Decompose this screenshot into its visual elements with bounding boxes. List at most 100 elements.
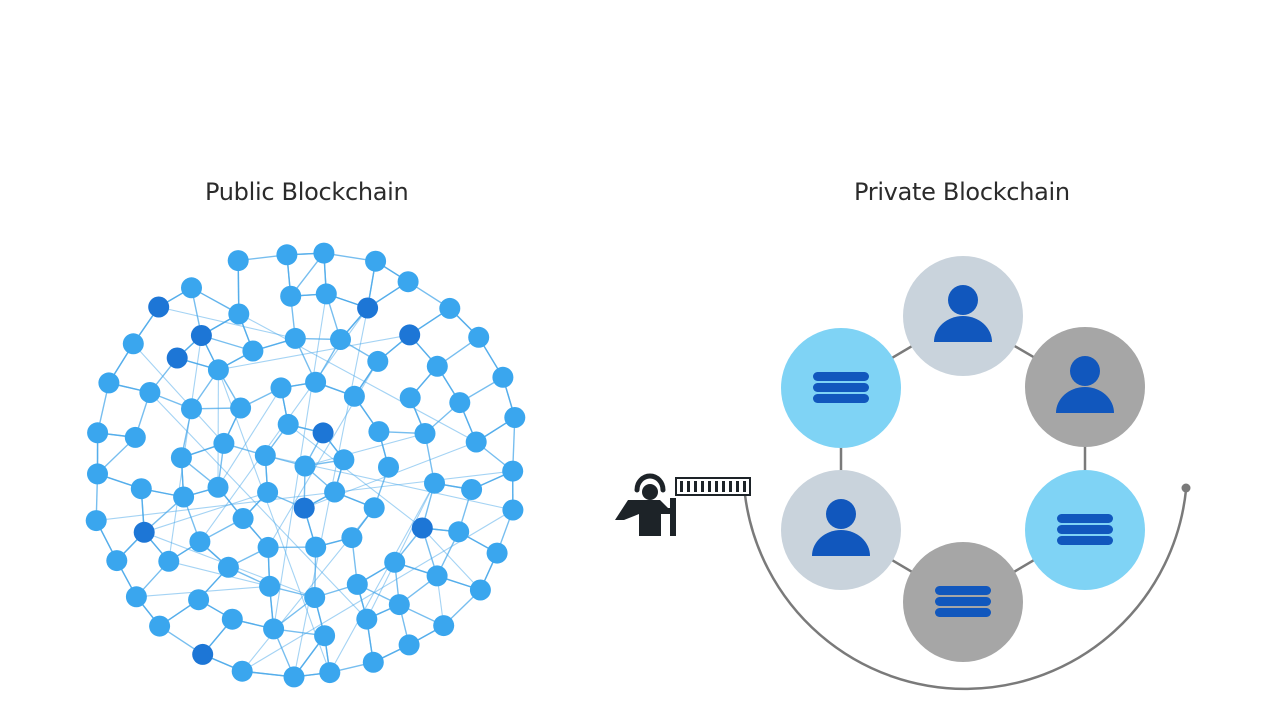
- public-network-node: [228, 303, 250, 325]
- public-network-node: [315, 283, 337, 305]
- public-network-node: [439, 297, 461, 319]
- private-network-access-arc: [743, 489, 1188, 691]
- user-icon: [1056, 356, 1114, 413]
- public-network-node: [384, 551, 406, 573]
- private-network-node-database: [781, 328, 901, 448]
- public-network-node: [217, 556, 239, 578]
- public-network-node: [173, 486, 195, 508]
- public-network-node: [368, 421, 390, 443]
- public-network-node: [314, 625, 336, 647]
- public-network-node: [333, 449, 355, 471]
- public-network-node: [294, 455, 316, 477]
- public-network-node: [257, 536, 279, 558]
- public-network-node: [230, 397, 252, 419]
- public-network-node: [304, 587, 326, 608]
- public-network-node: [448, 521, 470, 543]
- public-network-node: [259, 575, 281, 597]
- public-network-node: [397, 271, 419, 293]
- public-network-node: [492, 366, 514, 388]
- barrier-gate-icon: [675, 477, 751, 496]
- public-network-node: [98, 372, 120, 394]
- public-network-node: [227, 250, 249, 272]
- public-network-node: [87, 463, 108, 485]
- public-network-node: [207, 359, 229, 381]
- public-network-edge: [149, 392, 368, 620]
- public-network-node: [313, 242, 335, 264]
- public-network-node: [399, 324, 421, 346]
- public-network-node: [378, 456, 399, 478]
- public-network-node: [133, 521, 155, 543]
- public-network-node: [85, 510, 107, 532]
- public-network-edge: [158, 306, 296, 339]
- public-blockchain-title: Public Blockchain: [205, 178, 409, 206]
- public-network-node: [148, 296, 170, 318]
- public-network-edge: [304, 432, 426, 467]
- public-network-node: [189, 531, 211, 553]
- public-network-node: [346, 573, 368, 595]
- private-network-node-database: [1025, 470, 1145, 590]
- public-network-node: [166, 347, 188, 369]
- public-network-edge: [366, 482, 435, 620]
- public-network-node: [106, 550, 128, 572]
- public-network-node: [257, 481, 279, 503]
- arc-endpoint: [1181, 483, 1191, 493]
- public-network-node: [362, 651, 384, 673]
- public-network-node: [469, 579, 491, 601]
- public-network-node: [242, 340, 264, 362]
- public-network-node: [426, 355, 448, 377]
- public-network-node: [343, 385, 365, 407]
- public-network-node: [433, 615, 455, 637]
- public-network-node: [170, 447, 192, 469]
- public-network-node: [190, 325, 212, 346]
- private-network-nodes: [781, 256, 1145, 662]
- public-network-node: [221, 608, 243, 630]
- public-network-node: [365, 250, 387, 272]
- public-network-node: [122, 333, 144, 355]
- public-network-node: [139, 382, 161, 403]
- public-network-node: [277, 413, 299, 435]
- public-network-node: [398, 634, 420, 656]
- public-network-edge: [217, 369, 331, 673]
- public-network-node: [232, 508, 254, 529]
- public-network-node: [424, 472, 445, 494]
- public-network-node: [87, 422, 109, 444]
- private-blockchain-title: Private Blockchain: [854, 178, 1070, 206]
- public-network-node: [356, 608, 378, 630]
- public-network-edge: [218, 334, 410, 371]
- public-network-node: [388, 594, 410, 616]
- public-network-node: [276, 244, 298, 266]
- public-network-node: [449, 392, 471, 414]
- private-network: [743, 256, 1191, 691]
- public-network-node: [399, 387, 421, 409]
- user-icon: [934, 285, 992, 342]
- public-network-edge: [329, 482, 435, 673]
- public-network-node: [213, 432, 235, 454]
- public-network-node: [181, 277, 202, 299]
- public-network-node: [283, 666, 305, 688]
- public-network-node: [149, 615, 171, 637]
- public-network-node: [411, 517, 433, 539]
- person-at-gate-icon: [615, 473, 676, 536]
- gatekeeper: [615, 473, 751, 536]
- public-network-node: [124, 426, 146, 448]
- public-network: [85, 242, 526, 688]
- public-network-nodes: [85, 242, 526, 688]
- public-network-edge: [217, 387, 282, 488]
- public-network-edge: [421, 527, 481, 591]
- private-network-node-user: [903, 256, 1023, 376]
- database-icon: [813, 372, 869, 403]
- public-network-node: [363, 497, 385, 519]
- public-network-node: [357, 297, 379, 319]
- public-network-node: [192, 643, 214, 665]
- public-network-node: [465, 431, 487, 453]
- public-network-edge: [168, 560, 270, 587]
- private-network-node-user: [1025, 327, 1145, 447]
- database-icon: [1057, 514, 1113, 545]
- public-network-node: [284, 327, 306, 349]
- public-network-node: [270, 377, 292, 399]
- public-network-node: [341, 527, 363, 549]
- public-network-node: [312, 422, 334, 444]
- public-network-node: [181, 398, 202, 420]
- public-network-node: [468, 326, 490, 348]
